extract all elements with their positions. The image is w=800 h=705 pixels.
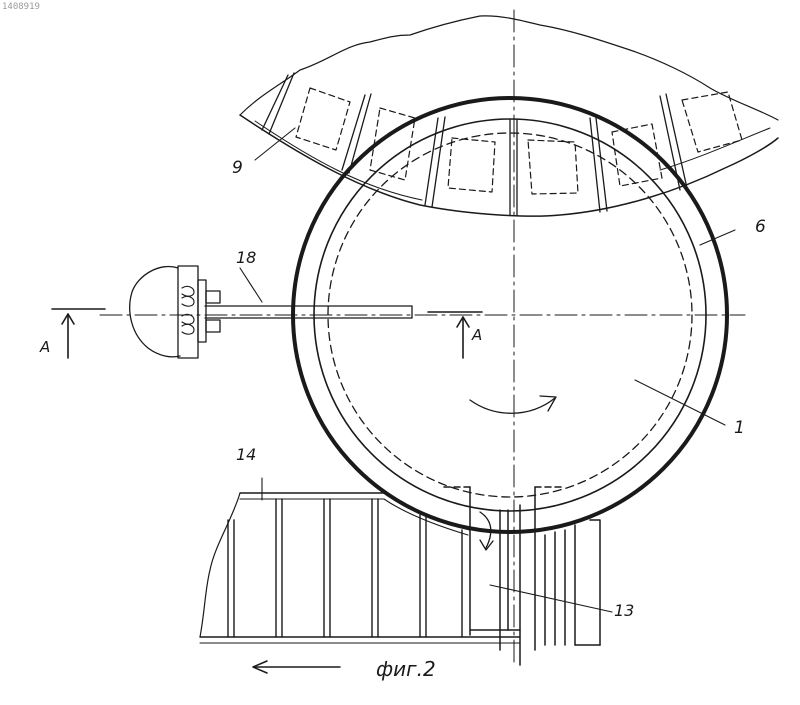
- figure-caption: фиг.2: [376, 657, 436, 681]
- bearing-housing: [130, 267, 180, 357]
- shaft-assembly: [130, 266, 412, 358]
- bunker-ribs: [228, 499, 462, 637]
- center-lines: [100, 10, 745, 665]
- label-casing: 6: [755, 217, 766, 237]
- label-chute: 13: [614, 601, 634, 620]
- arch-inner-edge: [240, 115, 778, 216]
- leader-lines: [240, 128, 735, 612]
- rotation-arrow: [470, 396, 556, 413]
- cassette-partitions: [262, 73, 687, 215]
- cassette-row-arch: [240, 16, 778, 216]
- label-shaft: 18: [236, 248, 256, 267]
- direction-arrow: [253, 661, 340, 673]
- label-section-right: A: [471, 326, 482, 344]
- label-drum: 1: [734, 418, 745, 438]
- outlet-chute: [442, 487, 600, 665]
- bearing-coil: [182, 286, 194, 334]
- arch-outer-rough-edge: [240, 16, 778, 120]
- section-mark-left: [52, 309, 105, 358]
- label-bunker: 14: [236, 445, 256, 464]
- document-stamp: 1408919: [2, 2, 40, 12]
- label-cassette: 9: [232, 158, 243, 178]
- bunker: [200, 493, 520, 643]
- arch-inner-parallel-right: [660, 128, 770, 170]
- label-section-left: A: [39, 338, 50, 356]
- arch-inner-parallel: [255, 121, 422, 200]
